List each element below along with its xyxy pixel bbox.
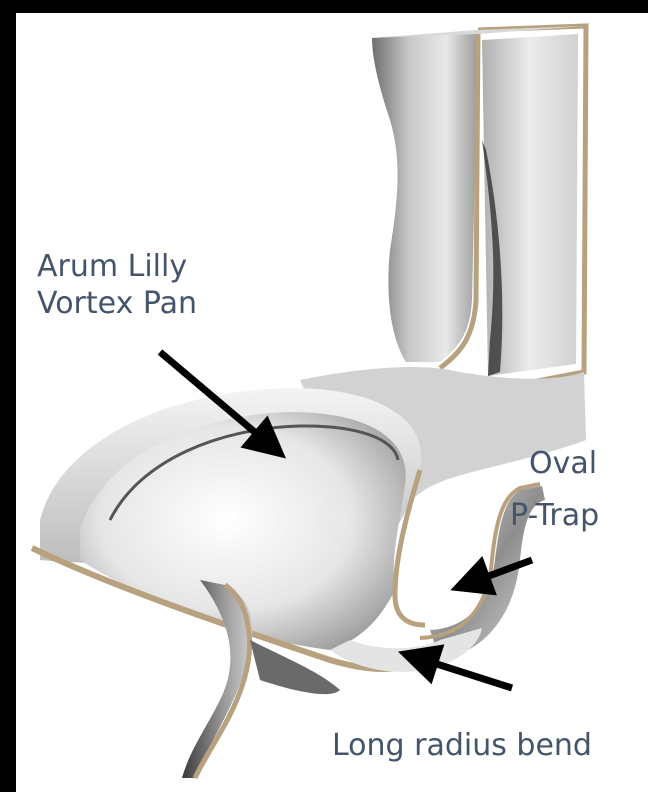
vortex-pan-label-line2: Vortex Pan	[37, 285, 197, 322]
vortex-pan-label-line1: Arum Lilly	[37, 248, 197, 285]
long-radius-bend-label: Long radius bend	[332, 727, 592, 764]
vortex-pan-label: Arum Lilly Vortex Pan	[37, 248, 197, 322]
p-trap-label-line2: P-Trap	[510, 497, 599, 534]
cistern-outer-surface	[372, 30, 478, 362]
p-trap-label-line1: Oval	[529, 445, 597, 482]
arrow-to-long-radius-bend	[418, 658, 512, 688]
